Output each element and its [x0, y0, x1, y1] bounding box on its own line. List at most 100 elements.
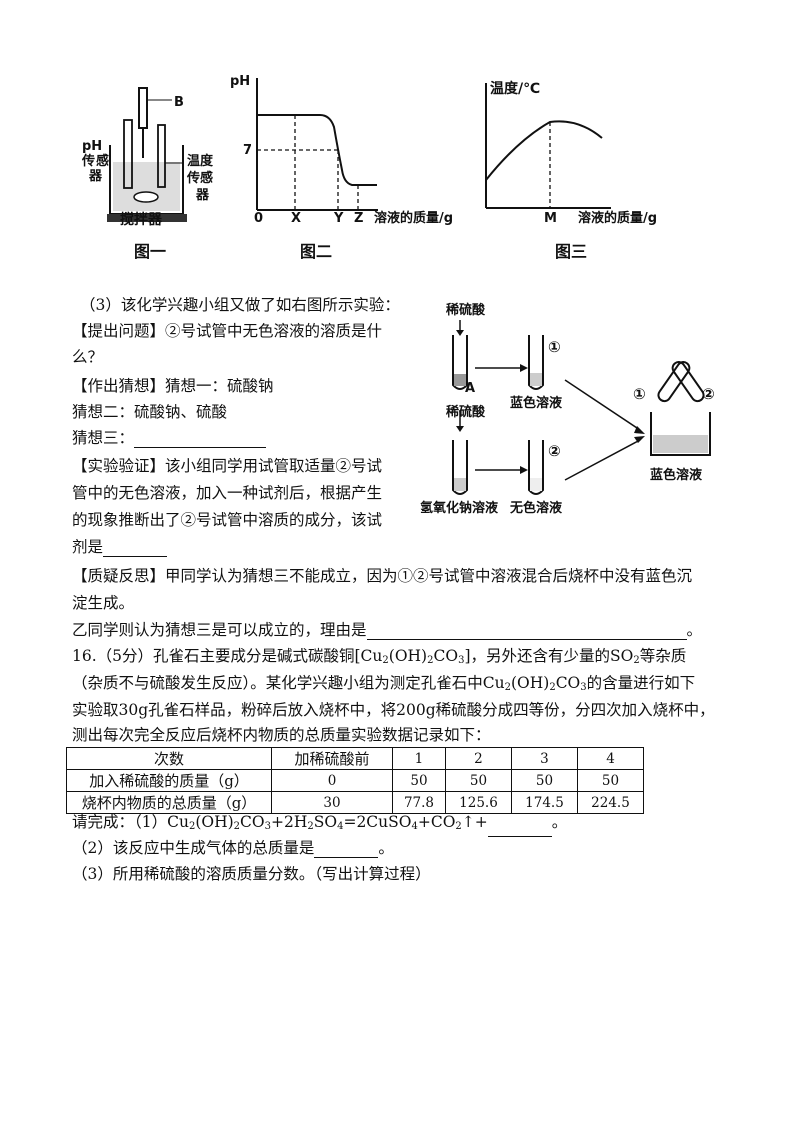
- table-cell: 224.5: [576, 791, 645, 814]
- label-naoh: 氢氧化钠溶液: [420, 501, 499, 516]
- label-temp: 器: [196, 188, 210, 203]
- label-colorless-solution: 无色溶液: [510, 501, 563, 516]
- table-row: 烧杯内物质的总质量（g） 30 77.8 125.6 174.5 224.5: [66, 791, 645, 814]
- text-line: 淀生成。: [72, 594, 135, 612]
- text-line: 猜想三：: [72, 428, 267, 448]
- text-fragment: (OH): [510, 674, 550, 692]
- table-cell: 30: [271, 791, 393, 814]
- y-axis-label: pH: [230, 74, 251, 89]
- table-row: 加入稀硫酸的质量（g） 0 50 50 50 50: [66, 769, 645, 792]
- temperature-curve: [485, 120, 603, 181]
- text-fragment: 的含量进行如下: [586, 674, 696, 692]
- text-line: 【作出猜想】猜想一：硫酸钠: [72, 377, 274, 395]
- x-tick-0: 0: [254, 211, 264, 226]
- subscript: 2: [549, 682, 556, 693]
- text-line: 的现象推断出了②号试管中溶质的成分，该试: [72, 511, 383, 529]
- reagent-label: 剂是: [72, 538, 104, 556]
- table-cell: 次数: [66, 747, 272, 770]
- subscript: 3: [264, 821, 271, 832]
- data-table: 次数 加稀硫酸前 1 2 3 4 加入稀硫酸的质量（g） 0 50 50 50 …: [66, 747, 645, 814]
- x-axis-label: 溶液的质量/g: [578, 211, 658, 226]
- subscript: 2: [188, 821, 196, 832]
- answer-blank[interactable]: [103, 540, 168, 557]
- text-fragment: 16.（5分）孔雀石主要成分是碱式碳酸铜[Cu: [72, 647, 383, 665]
- text-fragment: （杂质不与硫酸发生反应）。某化学兴趣小组为测定孔雀石中Cu: [72, 674, 505, 692]
- table-cell: 50: [444, 769, 512, 792]
- label-beaker-solution: 蓝色溶液: [650, 468, 703, 483]
- text-line: 么？: [72, 348, 104, 366]
- label-temp: 温度: [187, 154, 214, 169]
- text-line: 乙同学则认为猜想三是可以成立的，理由是 。: [72, 620, 702, 640]
- text-fragment: ]，另外还含有少量的SO: [464, 647, 634, 665]
- text-fragment: CO: [240, 813, 265, 831]
- table-cell: 77.8: [391, 791, 446, 814]
- label-beaker-tube-2: ②: [702, 385, 715, 403]
- text-line: 【提出问题】②号试管中无色溶液的溶质是什: [72, 322, 383, 340]
- text-fragment: (OH): [195, 813, 234, 831]
- apparatus-diagram: [107, 87, 187, 222]
- answer-blank[interactable]: [366, 623, 687, 640]
- subscript: 2: [427, 655, 434, 666]
- table-cell: 加稀硫酸前: [271, 747, 393, 770]
- table-cell: 0: [271, 769, 393, 792]
- subscript: 2: [233, 821, 241, 832]
- label-sensor: 感: [96, 154, 110, 169]
- table-cell: 烧杯内物质的总质量（g）: [66, 791, 272, 814]
- table-cell: 4: [576, 747, 645, 770]
- table-cell: 3: [510, 747, 578, 770]
- label-a: A: [465, 381, 476, 396]
- label-stirrer: 搅拌器: [120, 212, 162, 228]
- label-acid-mid: 稀硫酸: [446, 405, 486, 420]
- q16-part-2: （2）该反应中生成气体的总质量是。: [72, 838, 394, 858]
- answer-blank[interactable]: [134, 431, 267, 448]
- figure-2-caption: 图二: [300, 242, 333, 261]
- table-cell: 1: [391, 747, 446, 770]
- label-beaker-tube-1: ①: [633, 385, 646, 403]
- label-sensor: 器: [89, 169, 103, 184]
- x-axis-label: 溶液的质量/g: [374, 211, 454, 226]
- text-line: 管中的无色溶液，加入一种试剂后，根据产生: [72, 484, 383, 502]
- figure-3-caption: 图三: [555, 242, 588, 261]
- table-cell: 125.6: [444, 791, 512, 814]
- table-cell: 2: [444, 747, 512, 770]
- subscript: 4: [337, 821, 344, 832]
- y-tick-7: 7: [243, 143, 253, 158]
- temperature-curve-chart: [485, 83, 611, 209]
- x-tick-z: Z: [354, 211, 364, 226]
- subscript: 3: [580, 682, 587, 693]
- text-line: 剂是: [72, 537, 168, 557]
- label-sensor: 传: [82, 154, 96, 169]
- x-tick-m: M: [544, 211, 557, 226]
- y-axis-label: 温度/℃: [490, 81, 541, 97]
- table-cell: 50: [391, 769, 446, 792]
- figure-1-caption: 图一: [134, 242, 167, 261]
- text-fragment: CO: [433, 647, 459, 665]
- text-fragment: (OH): [388, 647, 428, 665]
- text-line: 猜想二：硫酸钠、硫酸: [72, 403, 228, 421]
- text-fragment: 请完成：（1）Cu: [72, 813, 189, 831]
- q16-line-1: 16.（5分）孔雀石主要成分是碱式碳酸铜[Cu2(OH)2CO3]，另外还含有少…: [72, 646, 686, 671]
- label-acid-top: 稀硫酸: [446, 303, 486, 318]
- q16-line-3: 实验取30g孔雀石样品，粉碎后放入烧杯中，将200g稀硫酸分成四等份，分四次加入…: [72, 701, 715, 719]
- period: 。: [378, 839, 394, 857]
- label-ph: pH: [82, 139, 103, 154]
- table-cell: 50: [510, 769, 578, 792]
- q16-line-2: （杂质不与硫酸发生反应）。某化学兴趣小组为测定孔雀石中Cu2(OH)2CO3的含…: [72, 673, 695, 698]
- table-cell: 50: [576, 769, 645, 792]
- subscript: 3: [458, 655, 465, 666]
- label-temp: 传感: [187, 171, 214, 186]
- label-b: B: [174, 95, 184, 110]
- reason-label: 乙同学则认为猜想三是可以成立的，理由是: [72, 621, 367, 639]
- label-tube-1: ①: [548, 338, 561, 356]
- text-fragment: =2CuSO: [343, 813, 412, 831]
- label-blue-solution: 蓝色溶液: [510, 396, 563, 411]
- answer-blank[interactable]: [314, 841, 379, 858]
- answer-blank[interactable]: [487, 820, 552, 837]
- text-fragment: ↑+: [461, 813, 488, 831]
- text-fragment: +CO: [417, 813, 456, 831]
- subscript: 2: [455, 821, 462, 832]
- period: 。: [686, 621, 703, 639]
- q16-line-4: 测出每次完全反应后烧杯内物质的总质量实验数据记录如下：: [72, 726, 491, 744]
- text-line: 【质疑反思】甲同学认为猜想三不能成立，因为①②号试管中溶液混合后烧杯中没有蓝色沉: [72, 567, 693, 585]
- q16-part-3: （3）所用稀硫酸的溶质质量分数。（写出计算过程）: [72, 865, 431, 883]
